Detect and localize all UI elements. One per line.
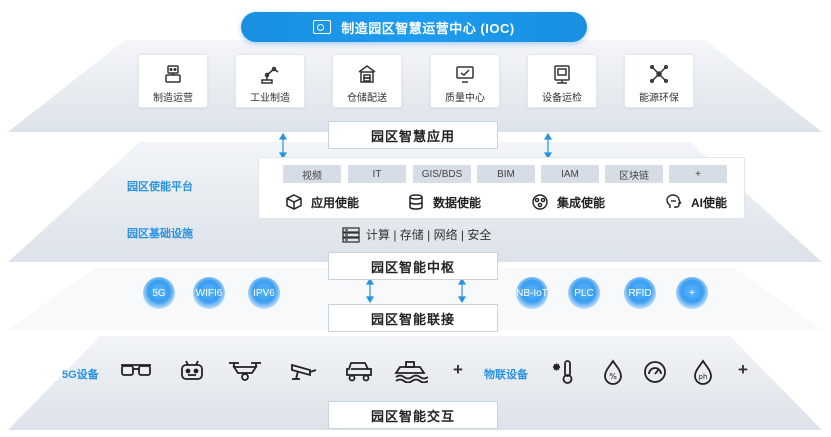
drone-icon — [229, 362, 261, 381]
protocol-bubble: IPV6 — [248, 277, 280, 309]
enabler-data: 数据使能 — [407, 193, 481, 211]
tech-chip: IT — [348, 165, 406, 183]
section-connect: 园区智能联接 — [328, 304, 498, 332]
layer-interaction — [8, 336, 822, 430]
protocol-bubble: PLC — [568, 277, 600, 309]
protocol-bubble: + — [676, 277, 708, 309]
tech-chip: IAM — [541, 165, 599, 183]
enablement-platform: 视频 IT GIS/BDS BIM IAM 区块链 + 应用使能 数据使能 集成… — [258, 157, 745, 219]
devices-5g-label: 5G设备 — [62, 369, 99, 381]
app-card-industrial[interactable]: 工业制造 — [235, 54, 305, 108]
ship-icon — [394, 361, 428, 383]
section-application: 园区智慧应用 — [328, 121, 498, 149]
ioc-title: 制造园区智慧运营中心 (IOC) — [241, 12, 587, 42]
section-interact: 园区智能交互 — [328, 401, 498, 429]
app-label: 能源环保 — [639, 93, 679, 104]
ioc-title-text: 制造园区智慧运营中心 (IOC) — [341, 20, 515, 36]
side-label-infrastructure: 园区基础设施 — [127, 228, 193, 240]
app-label: 质量中心 — [445, 93, 485, 104]
dashboard-icon — [313, 20, 332, 34]
devices-iot-label: 物联设备 — [484, 369, 528, 381]
database-icon — [409, 194, 423, 210]
app-card-equipment[interactable]: 设备运检 — [527, 54, 597, 108]
infrastructure-row: 计算 | 存储 | 网络 | 安全 — [342, 226, 491, 243]
enabler-integration: 集成使能 — [531, 193, 605, 211]
cube-icon — [286, 194, 302, 210]
protocol-bubble: RFID — [624, 277, 656, 309]
enabler-application: 应用使能 — [285, 193, 359, 211]
enabler-ai: AI使能 — [665, 193, 727, 211]
quality-check-icon — [456, 66, 474, 83]
ar-glasses-icon — [121, 364, 151, 376]
energy-network-icon — [649, 64, 669, 84]
app-label: 仓储配送 — [347, 93, 387, 104]
ai-brain-icon — [666, 194, 682, 208]
ph-sensor-icon: ph — [694, 359, 712, 385]
tech-chip: + — [669, 165, 727, 183]
infra-text: 计算 | 存储 | 网络 | 安全 — [366, 228, 492, 242]
protocol-bubble: 5G — [143, 277, 175, 309]
robot-arm-icon — [261, 66, 279, 84]
side-label-platform: 园区使能平台 — [127, 181, 193, 193]
app-card-warehouse[interactable]: 仓储配送 — [332, 54, 402, 108]
tech-chip: 视频 — [283, 165, 341, 183]
thermometer-icon — [553, 360, 573, 384]
integration-icon — [532, 194, 548, 210]
tech-chip: GIS/BDS — [413, 165, 471, 183]
app-card-energy[interactable]: 能源环保 — [624, 54, 694, 108]
app-label: 设备运检 — [542, 93, 582, 104]
security-camera-icon — [291, 363, 317, 380]
svg-text:%: % — [609, 372, 617, 381]
tech-chip: 区块链 — [605, 165, 663, 183]
server-rack-icon — [342, 226, 360, 243]
more-5g-devices: + — [453, 360, 463, 379]
svg-text:ph: ph — [699, 373, 708, 381]
app-label: 工业制造 — [250, 93, 290, 104]
pressure-gauge-icon — [644, 361, 666, 383]
app-card-manufacturing-ops[interactable]: 制造运营 — [138, 54, 208, 108]
layer-application — [8, 40, 822, 132]
more-iot-devices: + — [738, 360, 748, 379]
tech-chip: BIM — [477, 165, 535, 183]
robot-head-icon — [181, 360, 203, 380]
section-hub: 园区智能中枢 — [328, 252, 498, 280]
humidity-icon: % — [604, 359, 622, 385]
robot-icon — [165, 65, 181, 83]
vehicle-icon — [346, 362, 372, 382]
connector-arrows — [278, 132, 553, 304]
warehouse-icon — [358, 65, 376, 83]
protocol-bubble: WIFI6 — [193, 277, 225, 309]
app-card-quality[interactable]: 质量中心 — [430, 54, 500, 108]
equipment-inspection-icon — [554, 65, 570, 84]
protocol-bubble: NB-IoT — [516, 277, 548, 309]
app-label: 制造运营 — [153, 93, 193, 104]
